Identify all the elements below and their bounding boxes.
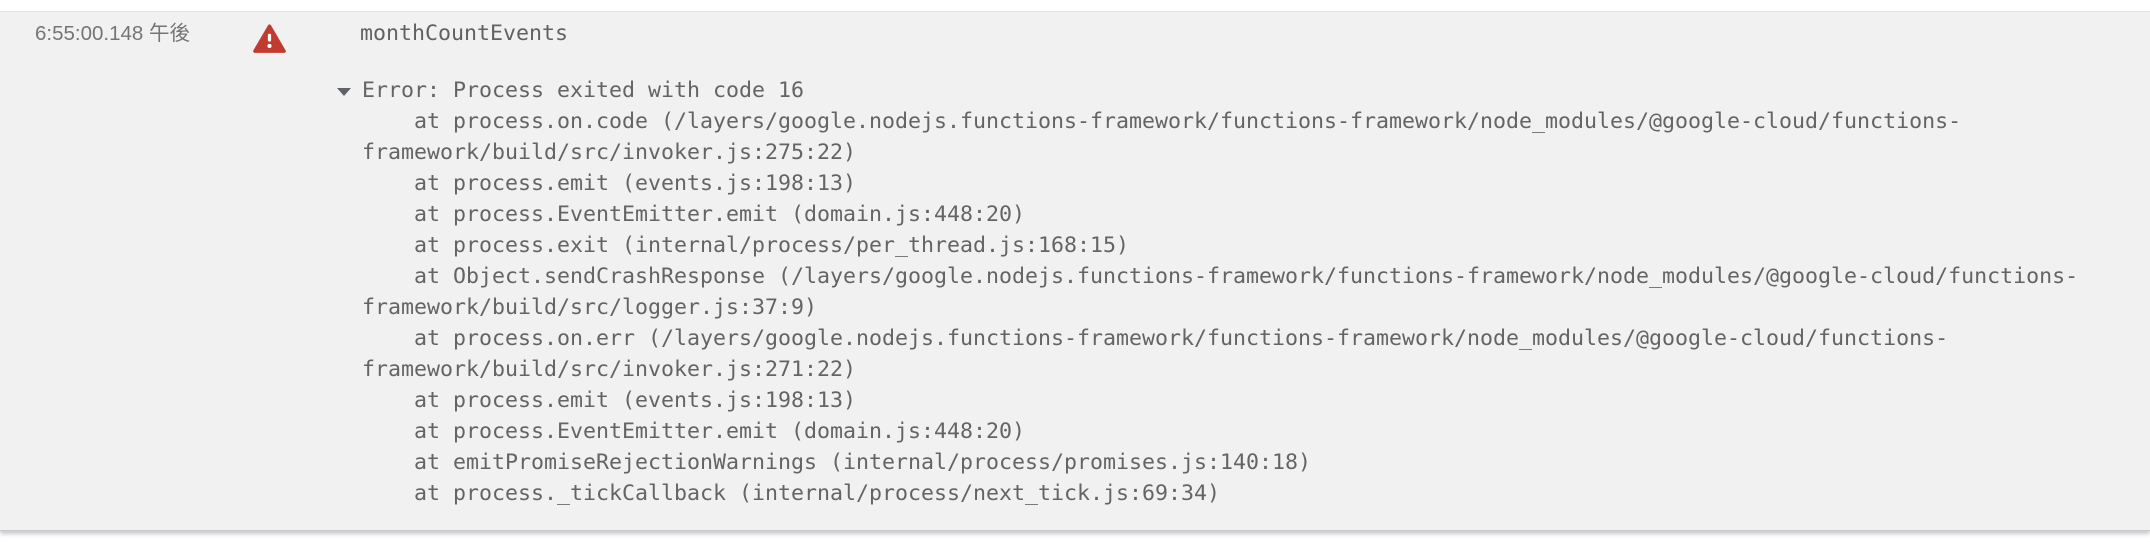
- log-summary-text: monthCountEvents: [360, 21, 569, 46]
- stack-trace-line: at process.EventEmitter.emit (domain.js:…: [362, 419, 1026, 444]
- stack-trace-line: at process.on.err (/layers/google.nodejs…: [362, 326, 1949, 351]
- stack-trace-line: framework/build/src/logger.js:37:9): [362, 295, 818, 320]
- log-entry-expanded: 6:55:00.148 午後 monthCountEvents Error: P…: [0, 11, 2150, 531]
- stack-trace-line: at process.emit (events.js:198:13): [362, 171, 857, 196]
- error-warning-triangle-icon: [253, 24, 286, 53]
- stack-trace-line: Error: Process exited with code 16: [362, 78, 805, 103]
- log-entry-summary-row[interactable]: 6:55:00.148 午後 monthCountEvents: [0, 12, 2150, 58]
- log-timestamp: 6:55:00.148 午後: [35, 22, 190, 45]
- stack-trace-line: at process.emit (events.js:198:13): [362, 388, 857, 413]
- collapse-caret-icon[interactable]: [337, 88, 351, 96]
- stack-trace-line: at Object.sendCrashResponse (/layers/goo…: [362, 264, 2079, 289]
- stack-trace-line: at process.on.code (/layers/google.nodej…: [362, 109, 1962, 134]
- stack-trace-line: at process._tickCallback (internal/proce…: [362, 481, 1221, 506]
- stack-trace-line: at process.exit (internal/process/per_th…: [362, 233, 1130, 258]
- log-error-detail: Error: Process exited with code 16 at pr…: [337, 75, 2107, 509]
- stack-trace-line: at process.EventEmitter.emit (domain.js:…: [362, 202, 1026, 227]
- stack-trace-line: at emitPromiseRejectionWarnings (interna…: [362, 450, 1312, 475]
- stack-trace: Error: Process exited with code 16 at pr…: [362, 75, 2107, 509]
- stack-trace-line: framework/build/src/invoker.js:275:22): [362, 140, 857, 165]
- stack-trace-line: framework/build/src/invoker.js:271:22): [362, 357, 857, 382]
